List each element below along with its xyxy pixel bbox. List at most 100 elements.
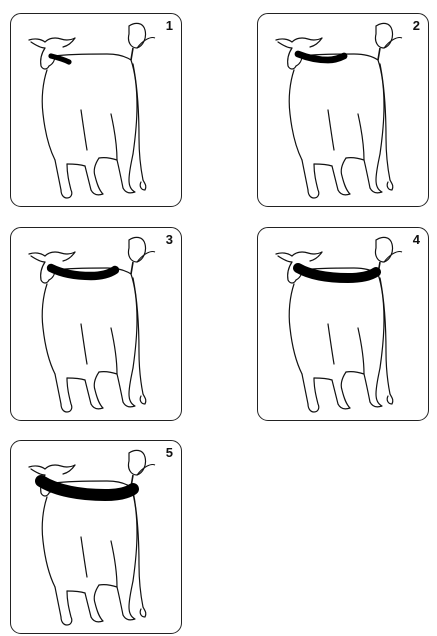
cow-outline-stroke xyxy=(370,368,382,407)
cow-outline-stroke xyxy=(289,70,302,160)
cow-outline-stroke xyxy=(308,164,319,198)
cow-outline-stroke xyxy=(111,541,117,587)
cow-outline-stroke xyxy=(41,48,49,69)
cow-outline-stroke xyxy=(378,274,384,368)
step-number: 5 xyxy=(166,445,173,460)
cow-outline-stroke xyxy=(346,158,364,160)
cow-outline-stroke xyxy=(42,70,55,160)
applicator-bottle-hand-icon xyxy=(375,237,392,262)
step-panel-4: 4 xyxy=(257,227,429,421)
cow-outline-stroke xyxy=(61,378,72,412)
cow-outline-stroke xyxy=(85,380,91,404)
cow-outline-stroke xyxy=(131,274,137,368)
cow-outline-stroke xyxy=(341,158,350,194)
cow-outline-stroke xyxy=(55,374,61,404)
cow-outline-stroke xyxy=(276,253,292,256)
cow-outline-stroke xyxy=(364,374,370,402)
cow-outline-stroke xyxy=(133,64,143,180)
cow-outline-stroke xyxy=(332,380,338,404)
cow-outline-stroke xyxy=(292,252,322,256)
cow-outline-stroke xyxy=(370,154,382,193)
cow-outline-stroke xyxy=(94,585,103,621)
cow-illustration xyxy=(11,441,182,634)
step-panel-5: 5 xyxy=(10,440,182,634)
applicator-nozzle xyxy=(378,48,380,60)
cow-outline-stroke xyxy=(328,324,334,364)
cow-outline-stroke xyxy=(85,593,91,617)
cow-outline-stroke xyxy=(81,537,87,577)
step-panel-3: 3 xyxy=(10,227,182,421)
cow-outline-stroke xyxy=(81,324,87,364)
step-number: 2 xyxy=(413,18,420,33)
cow-outline-stroke xyxy=(387,180,393,190)
cow-outline-stroke xyxy=(278,256,292,262)
pour-on-band xyxy=(298,268,376,278)
cow-outline-stroke xyxy=(31,256,45,262)
cow-outline-stroke xyxy=(133,491,143,607)
cow-outline-stroke xyxy=(292,38,322,42)
cow-outline-stroke xyxy=(289,284,302,374)
cow-outline-stroke xyxy=(131,60,137,154)
cow-outline-stroke xyxy=(42,497,55,587)
cow-outline-stroke xyxy=(29,39,45,42)
cow-outline-stroke xyxy=(85,166,91,190)
cow-outline-stroke xyxy=(94,158,103,194)
cow-outline-stroke xyxy=(31,42,45,48)
step-number: 3 xyxy=(166,232,173,247)
cow-outline-stroke xyxy=(61,164,72,198)
cow-outline-stroke xyxy=(99,158,117,160)
cow-outline-stroke xyxy=(346,372,364,374)
cow-illustration xyxy=(11,228,182,421)
pour-on-band xyxy=(51,268,115,276)
cow-outline-stroke xyxy=(99,585,117,587)
applicator-bottle-hand-icon xyxy=(375,23,392,48)
cow-outline-stroke xyxy=(117,587,123,615)
applicator-nozzle xyxy=(131,262,133,274)
cow-outline-stroke xyxy=(380,64,390,180)
cow-outline-stroke xyxy=(81,110,87,150)
cow-outline-stroke xyxy=(328,110,334,150)
cow-outline-stroke xyxy=(45,38,75,42)
cow-illustration xyxy=(258,228,429,421)
cow-outline-stroke xyxy=(31,469,45,475)
cow-outline-stroke xyxy=(117,374,123,402)
cow-outline-stroke xyxy=(123,581,135,620)
cow-outline-stroke xyxy=(45,252,75,256)
cow-outline-stroke xyxy=(55,160,61,190)
cow-outline-stroke xyxy=(67,591,85,593)
cow-outline-stroke xyxy=(140,607,146,617)
cow-outline-stroke xyxy=(308,378,319,412)
cow-outline-stroke xyxy=(276,39,292,42)
cow-outline-stroke xyxy=(41,262,49,283)
cow-outline-stroke xyxy=(358,328,364,374)
cow-outline-stroke xyxy=(94,372,103,408)
applicator-bottle-hand-icon xyxy=(128,450,145,475)
cow-outline-stroke xyxy=(341,372,350,408)
cow-outline-stroke xyxy=(29,466,45,469)
cow-outline-stroke xyxy=(332,166,338,190)
cow-outline-stroke xyxy=(302,374,308,404)
cow-outline-stroke xyxy=(111,114,117,160)
step-number: 1 xyxy=(166,18,173,33)
cow-outline-stroke xyxy=(67,164,85,166)
cow-outline-stroke xyxy=(131,487,137,581)
applicator-bottle-hand-icon xyxy=(128,23,145,48)
cow-illustration xyxy=(11,14,182,207)
cow-outline-stroke xyxy=(314,164,332,166)
cow-outline-stroke xyxy=(278,42,292,48)
step-number: 4 xyxy=(413,232,420,247)
cow-outline-stroke xyxy=(29,253,45,256)
cow-outline-stroke xyxy=(123,154,135,193)
step-panel-2: 2 xyxy=(257,13,429,207)
cow-outline-stroke xyxy=(140,180,146,190)
cow-outline-stroke xyxy=(380,278,390,394)
cow-outline-stroke xyxy=(140,394,146,404)
step-panel-1: 1 xyxy=(10,13,182,207)
cow-outline-stroke xyxy=(378,60,384,154)
cow-outline-stroke xyxy=(55,587,61,617)
cow-outline-stroke xyxy=(123,368,135,407)
cow-outline-stroke xyxy=(42,284,55,374)
cow-outline-stroke xyxy=(302,160,308,190)
cow-outline-stroke xyxy=(45,465,75,469)
applicator-nozzle xyxy=(131,48,133,60)
